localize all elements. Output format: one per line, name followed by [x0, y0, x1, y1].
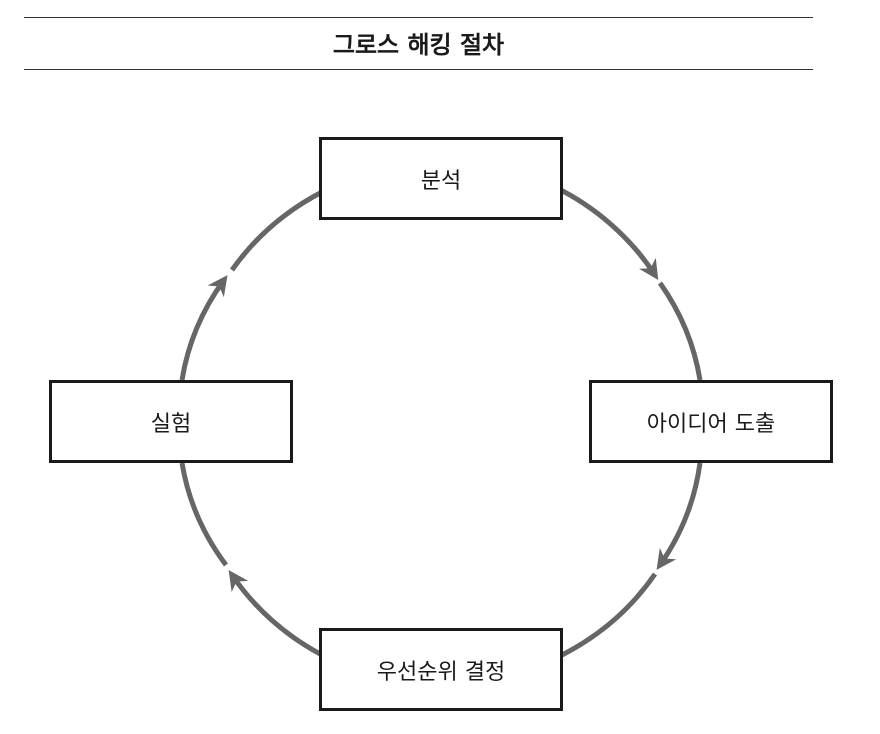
cycle-line-to-experiment	[179, 462, 228, 567]
title-top-rule	[24, 17, 813, 18]
cycle-arrow-ideation-to-priority	[656, 462, 703, 570]
step-prioritization-box: 우선순위 결정	[319, 628, 563, 711]
title-bottom-rule	[24, 69, 813, 70]
step-ideation-label: 아이디어 도출	[646, 411, 776, 437]
cycle-arrow-priority-to-experiment	[228, 570, 324, 658]
cycle-arrow-experiment-to-analysis	[179, 275, 228, 381]
step-experiment-label: 실험	[150, 411, 192, 437]
cycle-line-to-analysis	[229, 189, 324, 272]
cycle-line-to-priority	[560, 572, 658, 658]
cycle-arrow-analysis-to-ideation	[553, 184, 659, 281]
cycle-line-to-ideation	[657, 281, 703, 381]
step-analysis-label: 분석	[420, 168, 462, 194]
step-experiment-box: 실험	[49, 380, 293, 463]
diagram-title: 그로스 해킹 절차	[332, 31, 505, 59]
step-ideation-box: 아이디어 도출	[589, 380, 833, 463]
step-analysis-box: 분석	[319, 137, 563, 220]
step-prioritization-label: 우선순위 결정	[376, 659, 506, 685]
